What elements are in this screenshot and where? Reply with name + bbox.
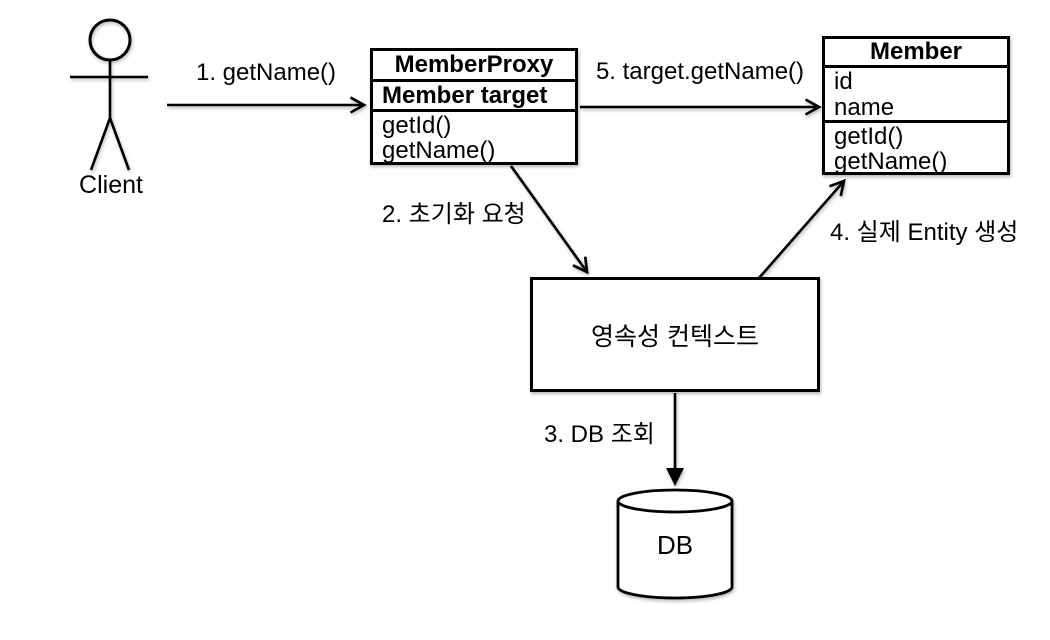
member-proxy-method-getid: getId() <box>382 112 452 139</box>
member-proxy-title: MemberProxy <box>394 51 554 78</box>
member-class-box: Member id name getId() getName() <box>822 36 1010 175</box>
db-cylinder-top <box>616 488 734 514</box>
client-label: Client <box>79 171 143 199</box>
arrow-3-label: 3. DB 조회 <box>544 421 655 448</box>
member-method-getid: getId() <box>834 123 904 150</box>
member-proxy-methods-compartment: getId() getName() <box>373 109 575 162</box>
actor-leg-right <box>108 117 131 171</box>
actor-leg-left <box>89 117 112 171</box>
db-cylinder-body <box>616 501 734 600</box>
member-proxy-class-box: MemberProxy Member target getId() getNam… <box>370 48 578 165</box>
arrow-4-label: 4. 실제 Entity 생성 <box>830 219 1019 246</box>
client-actor-figure <box>70 18 148 171</box>
member-proxy-field-target: Member target <box>373 79 575 109</box>
member-methods-compartment: getId() getName() <box>825 120 1007 172</box>
db-label: DB <box>656 530 694 560</box>
member-fields-compartment: id name <box>825 65 1007 120</box>
persistence-context-box: 영속성 컨텍스트 <box>530 277 820 392</box>
arrow-1-label: 1. getName() <box>195 59 337 86</box>
persistence-context-label: 영속성 컨텍스트 <box>591 322 759 351</box>
member-method-getname: getName() <box>834 148 948 172</box>
arrow-2-init-request <box>509 165 589 275</box>
db-cylinder-shape <box>616 488 734 600</box>
actor-head <box>88 18 132 62</box>
member-proxy-method-getname: getName() <box>382 137 496 162</box>
member-field-name: name <box>834 94 895 121</box>
member-title: Member <box>869 39 963 65</box>
arrow-2-label: 2. 초기화 요청 <box>382 201 526 228</box>
arrow-5-label: 5. target.getName() <box>595 58 805 85</box>
arrow-4-create-entity <box>758 178 846 279</box>
member-field-id: id <box>834 68 853 95</box>
